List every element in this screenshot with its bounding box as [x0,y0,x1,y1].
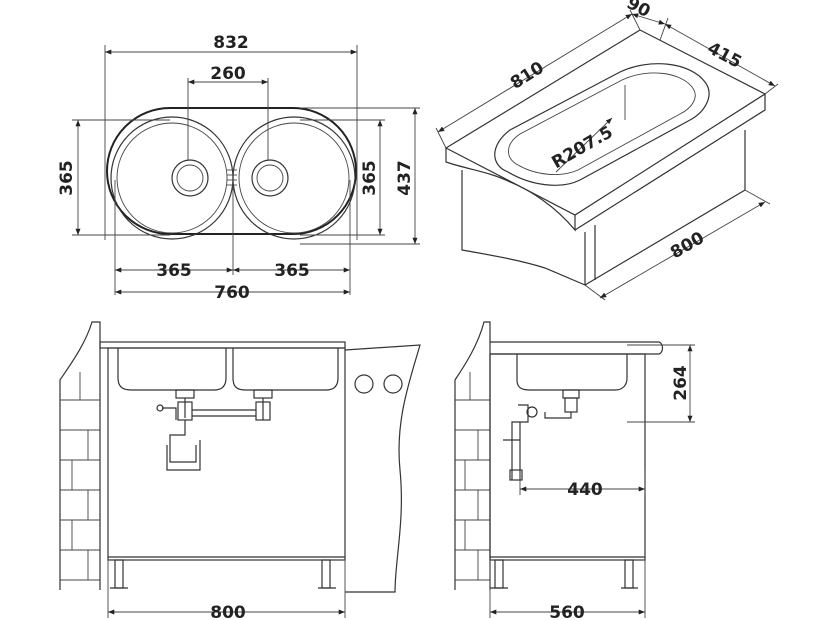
dim-line-radius [555,117,613,173]
iso-cabinet-front [461,170,586,286]
dim-side-cabinet-depth: 560 [549,603,585,620]
front-brick-lines [60,372,100,581]
side-brick-lines [455,372,490,581]
side-brick-wall [454,321,491,590]
front-valve-right [383,374,403,394]
left-drain [171,159,209,197]
dim-bowl-depth-right: 365 [360,160,380,196]
front-brick-wall [59,321,101,590]
front-leg-left [114,559,124,589]
dim-bowl-width-right: 365 [274,261,310,281]
front-plumbing [156,389,273,471]
dim-front-cabinet-width: 800 [210,603,246,620]
front-countertop [99,341,346,349]
dim-line-415 [664,23,776,87]
top-view-extension-lines [72,45,420,295]
dim-overall-depth: 437 [395,160,415,196]
side-plumbing [503,389,580,481]
right-drain [251,159,289,197]
front-view: 800 [59,321,421,620]
dim-bowl-depth-left: 365 [57,160,77,196]
overflow-slots [227,169,237,186]
dim-side-bowl-height: 264 [671,365,691,401]
dim-overall-length: 832 [213,33,249,53]
right-drain-inner [256,164,284,192]
side-leg-right [624,559,634,589]
right-bowl-inner [238,122,350,234]
side-view: 264 440 560 [454,321,695,620]
side-countertop [490,341,664,355]
dim-cutout-length: 760 [214,283,250,303]
iso-countertop-front-edge [445,148,576,232]
dim-side-drain-offset: 440 [567,480,603,500]
side-cabinet [489,353,646,561]
iso-bowl-inner [508,72,696,175]
iso-countertop-right-edge [574,94,766,231]
front-left-bowl [117,348,227,391]
front-right-bowl [232,348,339,391]
dim-iso-depth: 415 [704,38,745,72]
top-view: 832 260 365 365 437 365 365 760 [57,33,420,303]
dim-iso-length: 810 [507,58,548,94]
right-bowl [232,116,356,240]
iso-view: 810 90 415 R207.5 800 [435,0,779,301]
front-extension-lines [107,560,346,618]
dim-line-90 [631,13,666,25]
side-bowl [516,354,628,391]
front-right-wall [344,344,421,593]
dim-bowl-width-left: 365 [156,261,192,281]
sink-outline [106,107,357,235]
dim-line-810 [437,13,633,133]
front-leg-right [321,559,331,589]
left-bowl-inner [116,122,228,234]
dim-drain-spacing: 260 [210,64,246,84]
dim-iso-cabinet-width: 800 [667,228,708,263]
side-leg-left [494,559,504,589]
front-valve-left [354,374,374,394]
dim-line-iso-800 [599,201,766,299]
side-extension-lines [489,344,695,618]
left-drain-inner [176,164,204,192]
